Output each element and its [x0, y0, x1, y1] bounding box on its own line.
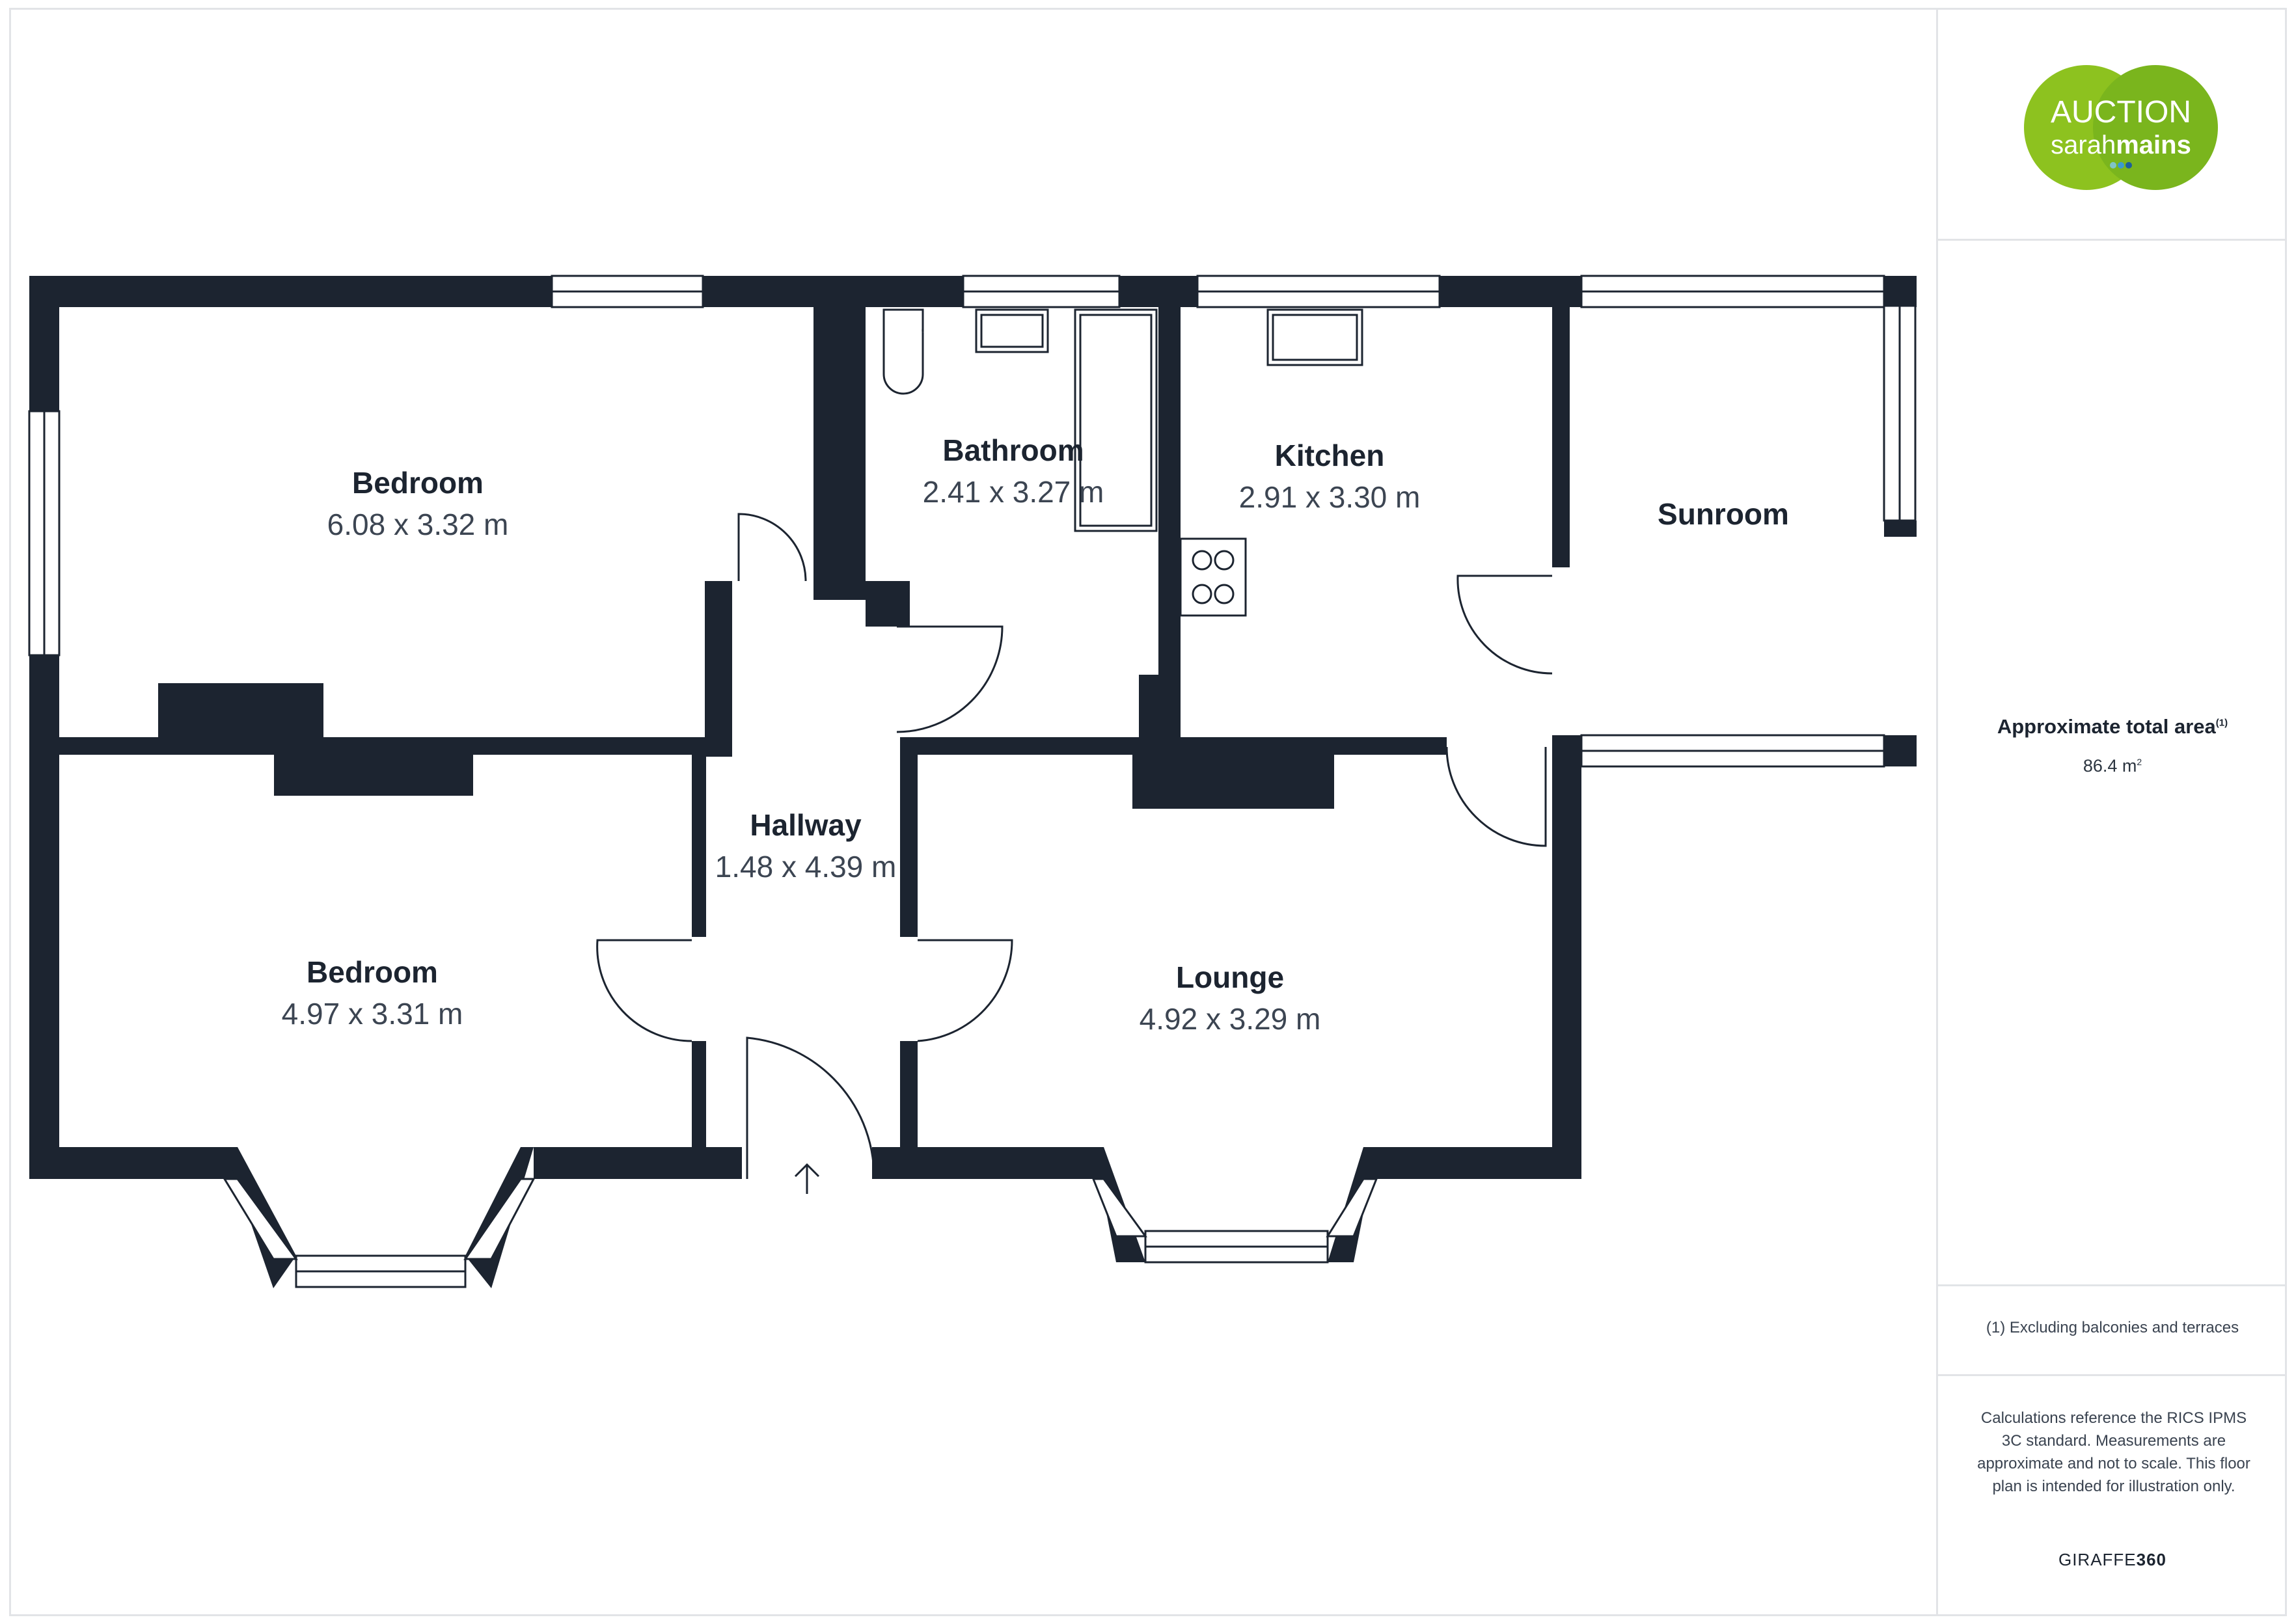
- hob: [1179, 537, 1247, 617]
- wall-bottom-lounge-right: [1363, 1147, 1581, 1179]
- wall-sunroom-stub: [1884, 521, 1917, 537]
- wall-sunroom-bottom: [1884, 735, 1917, 766]
- floor-plan: Bedroom 6.08 x 3.32 m Bathroom 2.41 x 3.…: [28, 275, 1917, 1288]
- room-dims-lounge: 4.92 x 3.29 m: [1140, 1002, 1321, 1036]
- chimney-breast-lounge: [1132, 738, 1334, 809]
- wall-hall-left-bottom: [692, 1041, 706, 1178]
- room-dims-hallway: 1.48 x 4.39 m: [715, 850, 897, 884]
- walls: [29, 276, 1917, 1288]
- wall-hall-left-mid: [692, 755, 706, 937]
- logo-text-name: sarahmains: [2051, 131, 2191, 159]
- wall-bath-left: [813, 307, 866, 600]
- room-dims-bathroom: 2.41 x 3.27 m: [923, 475, 1104, 509]
- auction-logo: AUCTION sarahmains: [2024, 65, 2218, 190]
- wall-bedroom-divider: [59, 737, 705, 755]
- logo-circle-right: [2093, 65, 2218, 190]
- bay-window-lounge-r: [1326, 1178, 1378, 1238]
- logo-text-auction: AUCTION: [2051, 95, 2191, 129]
- sidebar-divider-1: [1938, 239, 2287, 241]
- wall-lounge-right: [1552, 735, 1581, 1179]
- room-name-sunroom: Sunroom: [1658, 497, 1789, 531]
- entrance-arrow-icon: [794, 1163, 820, 1194]
- bay-window-bedroom-l: [223, 1178, 298, 1260]
- wall-bottom-mid: [534, 1147, 742, 1179]
- kitchen-sink: [1266, 308, 1363, 366]
- wall-sunroom-corner: [1884, 276, 1917, 306]
- fixtures: [882, 308, 1363, 617]
- chimney-breast-2: [274, 755, 473, 796]
- wall-hall-right-bottom: [900, 1041, 918, 1179]
- bay-window-lounge-l: [1091, 1178, 1147, 1238]
- bay-window-bedroom-r: [463, 1178, 536, 1260]
- toilet: [882, 308, 924, 395]
- area-title: Approximate total area(1): [1997, 715, 2228, 738]
- area-value: 86.4 m2: [2083, 756, 2142, 776]
- bathroom-sink: [975, 308, 1049, 353]
- area-footnote: (1) Excluding balconies and terraces: [1986, 1319, 2239, 1336]
- room-name-kitchen: Kitchen: [1275, 439, 1385, 472]
- info-sidebar: AUCTION sarahmains Approximate total are…: [1936, 8, 2287, 1616]
- room-dims-bedroom-2: 4.97 x 3.31 m: [282, 997, 463, 1031]
- wall-kitchen-right: [1552, 307, 1570, 567]
- room-dims-kitchen: 2.91 x 3.30 m: [1239, 480, 1421, 514]
- door-bedroom-top: [737, 513, 807, 582]
- chimney-breast-1: [158, 683, 323, 738]
- room-name-bedroom-1: Bedroom: [352, 466, 484, 500]
- door-sunroom: [1456, 575, 1553, 675]
- wall-hall-left-top: [705, 581, 732, 757]
- wall-hall-right-mid: [900, 747, 918, 937]
- disclaimer-text: Calculations reference the RICS IPMS 3C …: [1977, 1409, 2250, 1495]
- door-bathroom: [896, 625, 1004, 733]
- room-name-bathroom: Bathroom: [942, 433, 1084, 467]
- giraffe360-brand: GIRAFFE360: [2058, 1550, 2167, 1569]
- logo-dot-2: [2118, 162, 2124, 169]
- door-kitchen-lounge: [1445, 746, 1547, 847]
- wall-bath-kitchen: [1158, 307, 1181, 675]
- door-lounge: [917, 939, 1013, 1042]
- door-front: [746, 1036, 875, 1180]
- wall-bath-kitchen-lower: [1139, 675, 1181, 740]
- room-dims-bedroom-1: 6.08 x 3.32 m: [327, 508, 509, 541]
- sidebar-divider-3: [1938, 1374, 2287, 1376]
- page-frame: [9, 8, 2287, 1616]
- wall-hall-right-top: [866, 581, 910, 627]
- logo-dot-1: [2110, 162, 2116, 169]
- doors: [596, 513, 1553, 1180]
- room-name-hallway: Hallway: [750, 808, 862, 842]
- logo-dot-3: [2125, 162, 2132, 169]
- bathtub: [1074, 308, 1158, 532]
- door-bedroom-bottom: [596, 939, 692, 1042]
- wall-bottom-left: [29, 1147, 238, 1179]
- room-name-bedroom-2: Bedroom: [307, 955, 438, 989]
- room-labels: Bedroom 6.08 x 3.32 m Bathroom 2.41 x 3.…: [282, 433, 1789, 1036]
- room-name-lounge: Lounge: [1176, 960, 1284, 994]
- sidebar-divider-2: [1938, 1284, 2287, 1286]
- windows: [28, 275, 1917, 1288]
